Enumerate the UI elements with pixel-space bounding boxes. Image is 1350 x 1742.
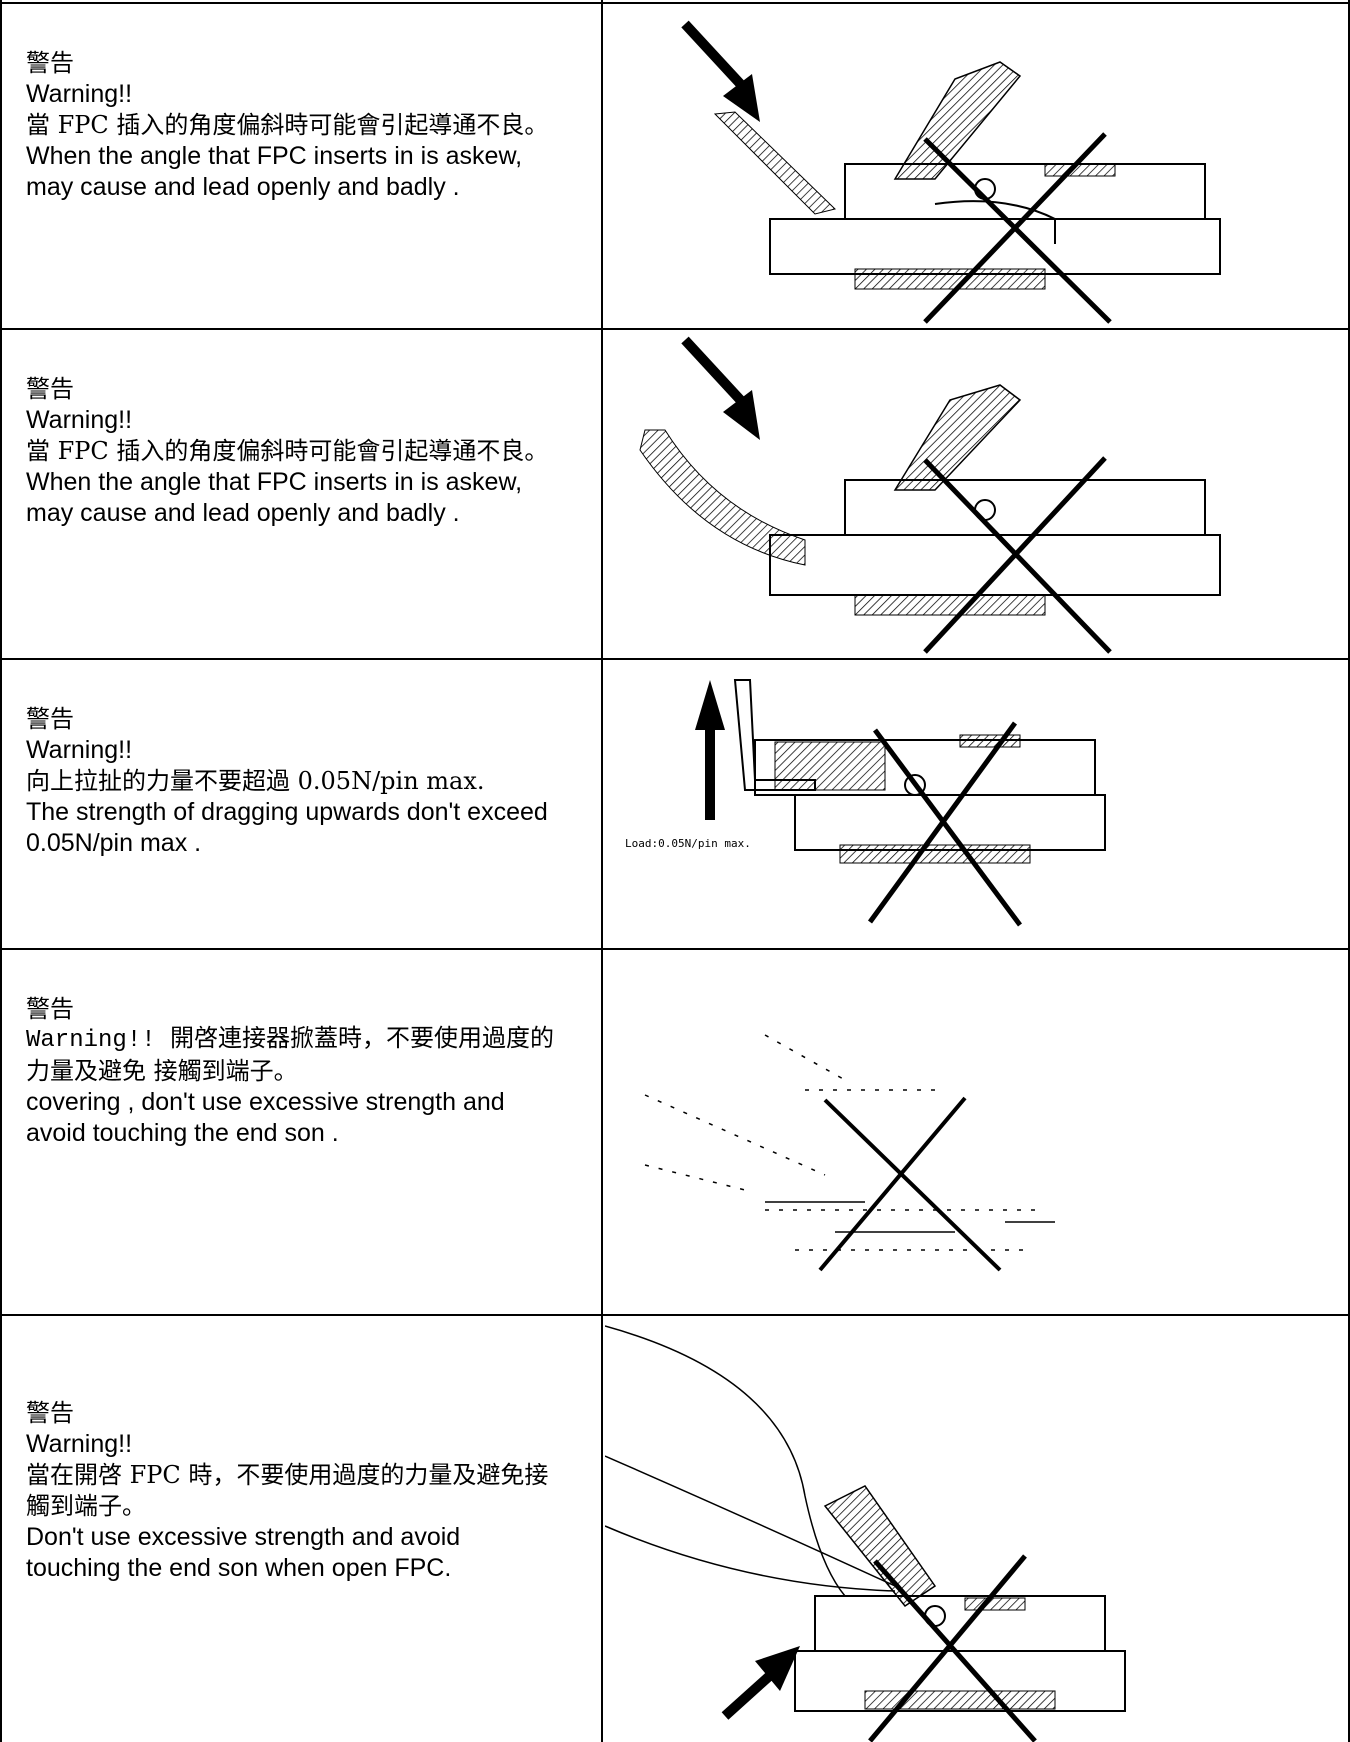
housing-base xyxy=(794,794,1106,851)
warning-desc-zh: 當在開啓 FPC 時，不要使用過度的力量及避免接 xyxy=(26,1461,549,1489)
housing-base xyxy=(794,1650,1126,1712)
table-border-left xyxy=(0,0,2,1742)
insert-arrow-head xyxy=(723,390,760,440)
warning-text-2: 警告 Warning!! 當 FPC 插入的角度偏斜時可能會引起導通不良。 Wh… xyxy=(26,374,606,529)
warning-heading-mixed: Warning!! 開啓連接器掀蓋時，不要使用過度的 xyxy=(26,1027,555,1054)
cross-mark-line xyxy=(818,1096,967,1272)
pull-arrow-head xyxy=(695,680,725,730)
push-arrow-shaft xyxy=(721,1667,779,1720)
housing-base xyxy=(769,534,1221,596)
warning-text-4: 警告 Warning!! 開啓連接器掀蓋時，不要使用過度的 力量及避免 接觸到端… xyxy=(26,994,606,1149)
warning-desc-zh: 觸到端子。 xyxy=(26,1492,146,1520)
warning-desc-en: may cause and lead openly and badly . xyxy=(26,173,460,201)
cross-mark-line xyxy=(923,137,1112,324)
pivot-shape xyxy=(904,774,926,796)
table-border-top xyxy=(0,2,1350,4)
figure-curved-insertion xyxy=(605,330,1350,658)
figure-open-cover xyxy=(605,950,1350,1314)
cross-mark-line xyxy=(923,132,1107,324)
warning-heading-zh: 警告 xyxy=(26,49,74,77)
connector-drawing xyxy=(639,336,1221,654)
actuator-shape xyxy=(774,741,886,791)
figure-angled-insertion xyxy=(605,4,1350,328)
warning-desc-en: 0.05N/pin max . xyxy=(26,829,202,857)
warning-desc-zh: 當 FPC 插入的角度偏斜時可能會引起導通不良。 xyxy=(26,437,549,465)
insert-arrow-shaft xyxy=(681,336,749,409)
contact-base-shape xyxy=(854,594,1046,616)
warning-heading-en: Warning!! xyxy=(26,406,133,434)
cross-mark-line xyxy=(872,728,1023,927)
contact-spring xyxy=(934,200,1056,244)
cross-mark-line xyxy=(873,1559,1037,1742)
push-arrow-head xyxy=(755,1646,800,1691)
warning-heading-en: Warning!! xyxy=(26,1430,133,1458)
cross-mark-line xyxy=(923,456,1107,654)
warning-heading-en: Warning!! xyxy=(26,736,133,764)
warning-desc-en: The strength of dragging upwards don't e… xyxy=(26,798,548,826)
warning-text-3: 警告 Warning!! 向上拉扯的力量不要超過 0.05N/pin max. … xyxy=(26,704,606,859)
latch-shape xyxy=(964,1597,1026,1611)
table-border-right xyxy=(1348,0,1350,1742)
warning-desc-zh: 向上拉扯的力量不要超過 0.05N/pin max. xyxy=(26,767,485,795)
cross-mark-line xyxy=(823,1098,1002,1272)
connector-drawing xyxy=(644,1034,1055,1272)
warning-desc-en: When the angle that FPC inserts in is as… xyxy=(26,468,523,496)
fpc-strip-shape xyxy=(639,429,806,566)
load-label: Load:0.05N/pin max. xyxy=(625,837,751,850)
warning-desc-en: may cause and lead openly and badly . xyxy=(26,499,460,527)
warning-heading-zh: 警告 xyxy=(26,1399,74,1427)
row-divider xyxy=(0,658,1350,660)
warning-heading-zh: 警告 xyxy=(26,375,74,403)
warning-desc-en: avoid touching the end son . xyxy=(26,1119,339,1147)
row-divider xyxy=(0,1314,1350,1316)
warning-desc-zh: 力量及避免 接觸到端子。 xyxy=(26,1057,298,1085)
warning-desc-en: Don't use excessive strength and avoid xyxy=(26,1523,461,1551)
tool-outline xyxy=(605,1525,896,1592)
warning-heading-zh: 警告 xyxy=(26,995,74,1023)
connector-drawing: Load:0.05N/pin max. xyxy=(625,679,1106,927)
latch-shape xyxy=(959,734,1021,748)
latch-shape xyxy=(1044,163,1116,177)
cross-mark-line xyxy=(923,458,1112,654)
contact-base-shape xyxy=(864,1690,1056,1710)
actuator-shape xyxy=(823,1485,937,1608)
warning-text-1: 警告 Warning!! 當 FPC 插入的角度偏斜時可能會引起導通不良。 Wh… xyxy=(26,48,606,203)
faint-connector-outline xyxy=(644,1034,1045,1251)
warning-desc-en: covering , don't use excessive strength … xyxy=(26,1088,505,1116)
actuator-shape xyxy=(893,61,1022,180)
warning-text-5: 警告 Warning!! 當在開啓 FPC 時，不要使用過度的力量及避免接 觸到… xyxy=(26,1398,606,1584)
contact-base-shape xyxy=(839,844,1031,864)
warning-desc-zh: 當 FPC 插入的角度偏斜時可能會引起導通不良。 xyxy=(26,111,549,139)
warning-heading-en: Warning!! xyxy=(26,80,133,108)
contact-base-shape xyxy=(854,268,1046,290)
column-divider xyxy=(601,0,603,1742)
fpc-strip-shape xyxy=(713,111,836,215)
actuator-shape xyxy=(893,384,1022,491)
insert-arrow-shaft xyxy=(681,20,749,93)
warning-heading-zh: 警告 xyxy=(26,705,74,733)
connector-drawing xyxy=(681,20,1221,324)
row-divider xyxy=(0,328,1350,330)
connector-drawing xyxy=(605,1325,1126,1742)
housing-top xyxy=(814,1595,1106,1652)
tool-outline xyxy=(605,1455,896,1587)
warning-desc-en: When the angle that FPC inserts in is as… xyxy=(26,142,523,170)
figure-pull-up: Load:0.05N/pin max. xyxy=(605,660,1350,948)
warning-desc-en: touching the end son when open FPC. xyxy=(26,1554,452,1582)
cross-mark-line xyxy=(868,1554,1027,1742)
insert-arrow-head xyxy=(723,74,760,122)
figure-open-fpc xyxy=(605,1316,1350,1742)
cross-mark-line xyxy=(867,721,1018,924)
row-divider xyxy=(0,948,1350,950)
finger-outline xyxy=(605,1325,846,1597)
